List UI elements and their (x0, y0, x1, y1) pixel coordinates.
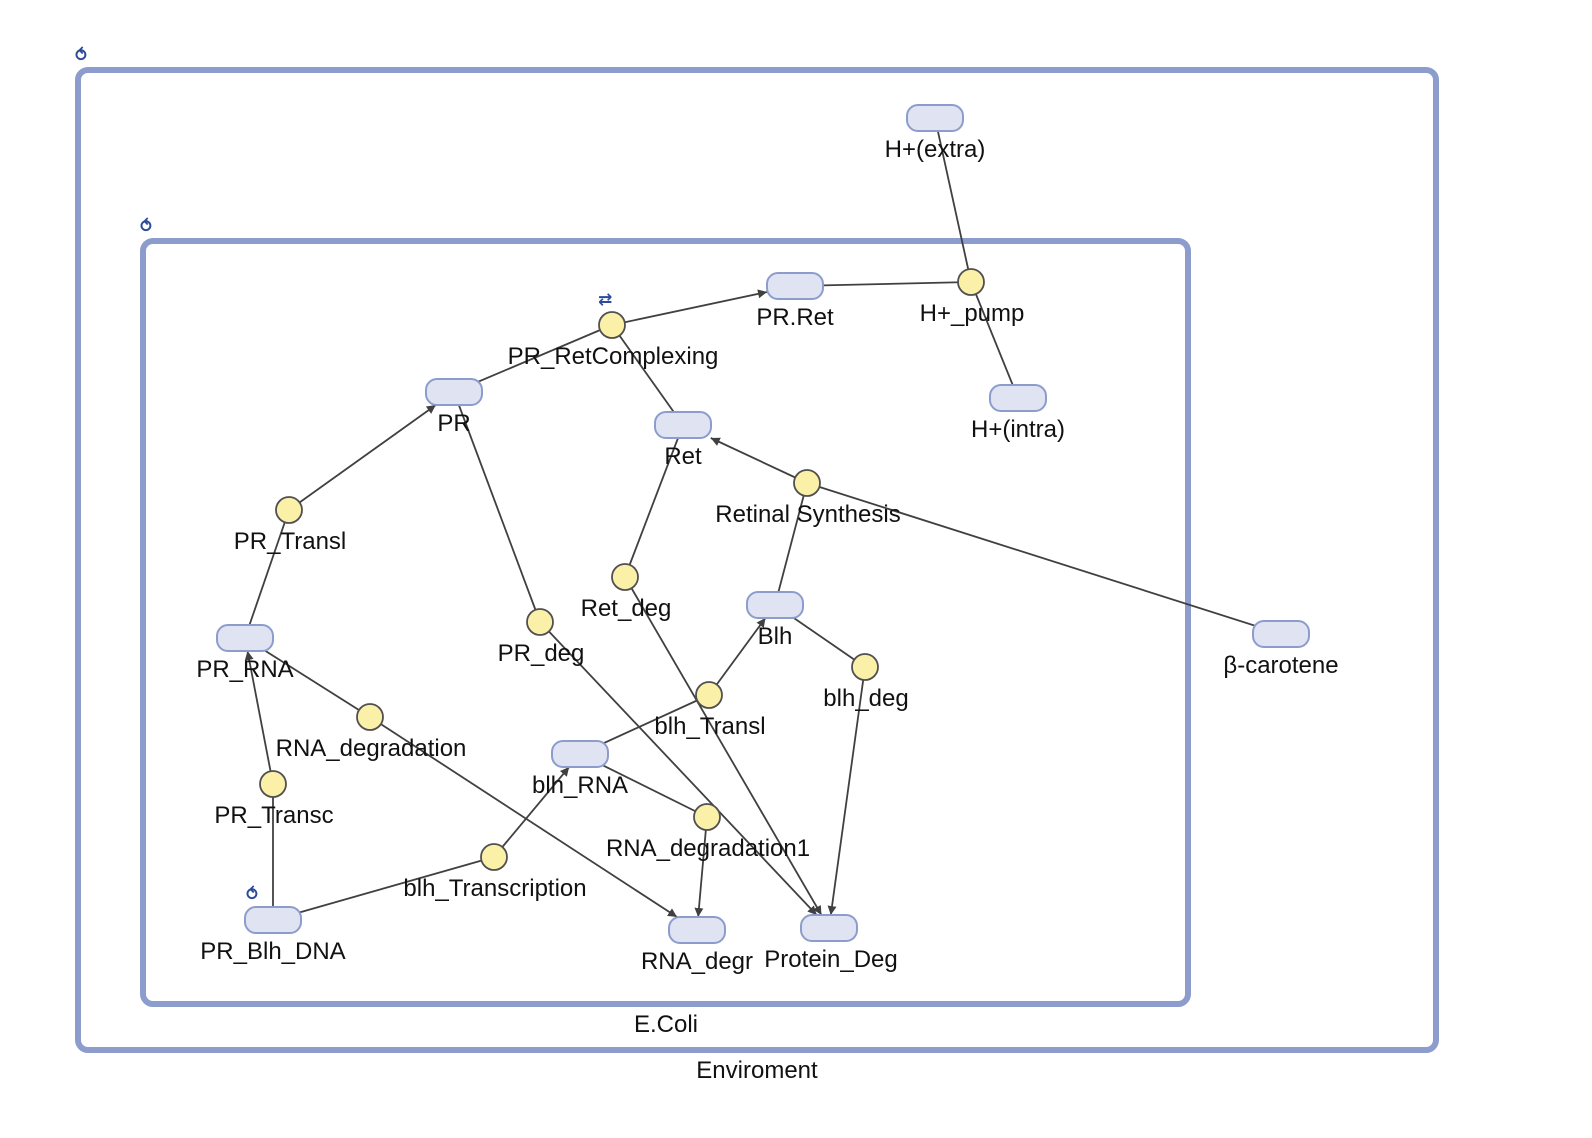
edge-pr_blh_dna-to-blh_transcription[interactable] (272, 856, 495, 921)
cycle-arrow-icon: ⥀ (74, 46, 88, 66)
edge-blh_transcription-to-blh_rna[interactable] (493, 766, 570, 858)
reaction-rna-degradation1[interactable]: RNA_degradation1 (606, 803, 810, 862)
edge-pr_retcomplexing-to-pr_ret[interactable] (611, 289, 768, 326)
reversible-arrows-icon: ⇄ (598, 290, 612, 310)
reaction-pr-deg[interactable]: PR_deg (498, 608, 585, 667)
species-label: β-carotene (1223, 652, 1338, 679)
compartment-enviroment[interactable]: ⥀ Enviroment (74, 46, 1439, 1084)
species-pr-ret[interactable]: PR.Ret (756, 272, 834, 331)
reaction-label: blh_Transl (654, 713, 765, 740)
reaction-blh-transl[interactable]: blh_Transl (654, 681, 766, 740)
species-pr[interactable]: PR (425, 378, 483, 437)
reaction-label: H+_pump (920, 300, 1025, 327)
edge-blh_deg-to-protein_deg[interactable] (827, 666, 866, 916)
edge-rna_degradation-to-rna_degr[interactable] (369, 716, 678, 918)
reaction-label: PR_deg (498, 640, 585, 667)
reaction-label: blh_deg (823, 685, 908, 712)
species-h-intra[interactable]: H+(intra) (971, 384, 1065, 443)
edge-blh-to-retinal_synthesis[interactable] (774, 482, 808, 606)
reaction-label: blh_Transcription (403, 875, 586, 902)
reaction-retinal-synthesis[interactable]: Retinal Synthesis (715, 469, 901, 528)
edge-ret-to-ret_deg[interactable] (624, 424, 684, 578)
compartment-e-coli[interactable]: ⥀ E.Coli (139, 217, 1191, 1038)
reaction-pr-retcomplexing[interactable]: ⇄ PR_RetComplexing (508, 290, 719, 370)
species-beta-carotene[interactable]: β-carotene (1223, 620, 1339, 679)
cycle-arrow-icon: ⥀ (139, 217, 153, 237)
species-blh-rna[interactable]: blh_RNA (532, 740, 628, 799)
edges-layer (244, 117, 1282, 921)
species-label: PR (437, 410, 470, 437)
compartment-label: Enviroment (696, 1057, 818, 1084)
reaction-label: Retinal Synthesis (715, 501, 900, 528)
reaction-rna-degradation[interactable]: RNA_degradation (276, 703, 467, 762)
species-h-extra[interactable]: H+(extra) (885, 104, 986, 163)
species-label: blh_RNA (532, 772, 628, 799)
reaction-pr-transc[interactable]: PR_Transc (214, 770, 334, 829)
edge-h_pump-to-h_intra[interactable] (970, 281, 1019, 399)
species-protein-deg[interactable]: Protein_Deg (764, 914, 898, 973)
edge-pr_rna-to-pr_transl[interactable] (244, 509, 290, 639)
reaction-pr-transl[interactable]: PR_Transl (234, 496, 346, 555)
edge-pr-to-pr_retcomplexing[interactable] (453, 324, 613, 393)
edge-ret-to-pr_retcomplexing[interactable] (611, 324, 684, 426)
edge-pr_transc-to-pr_rna[interactable] (244, 650, 274, 785)
reaction-label: PR_RetComplexing (508, 343, 719, 370)
cycle-arrow-icon: ⥀ (245, 885, 259, 905)
reaction-ret-deg[interactable]: Ret_deg (581, 563, 672, 622)
species-label: PR_RNA (196, 656, 293, 683)
edge-retinal_synthesis-to-ret[interactable] (710, 437, 808, 484)
edge-beta-to-retinal_synthesis[interactable] (806, 482, 1282, 635)
compartment-label: E.Coli (634, 1011, 698, 1038)
reaction-label: PR_Transl (234, 528, 346, 555)
reaction-blh-transcription[interactable]: blh_Transcription (403, 843, 587, 902)
edge-pr_ret-to-h_pump[interactable] (794, 281, 972, 287)
edge-ret_deg-to-protein_deg[interactable] (624, 576, 823, 916)
reaction-label: PR_Transc (214, 802, 333, 829)
edge-pr_deg-to-protein_deg[interactable] (539, 621, 818, 916)
reaction-label: Ret_deg (581, 595, 672, 622)
species-label: H+(extra) (885, 136, 986, 163)
edge-pr_transl-to-pr[interactable] (288, 404, 437, 511)
reaction-blh-deg[interactable]: blh_deg (823, 653, 909, 712)
species-label: Blh (758, 623, 793, 650)
reaction-label: RNA_degradation1 (606, 835, 810, 862)
species-label: PR_Blh_DNA (200, 938, 345, 965)
species-label: H+(intra) (971, 416, 1065, 443)
edge-rna_degradation1-to-rna_degr[interactable] (694, 816, 708, 918)
species-pr-blh-dna[interactable]: ⥀ PR_Blh_DNA (200, 885, 345, 965)
species-label: PR.Ret (756, 304, 834, 331)
species-ret[interactable]: Ret (654, 411, 712, 470)
species-blh[interactable]: Blh (746, 591, 804, 650)
species-rna-degr[interactable]: RNA_degr (641, 916, 753, 975)
species-label: RNA_degr (641, 948, 753, 975)
species-label: Ret (664, 443, 702, 470)
edge-blh_transl-to-blh[interactable] (708, 617, 767, 696)
edge-pr-to-pr_deg[interactable] (453, 391, 541, 623)
edge-h_extra-to-h_pump[interactable] (934, 117, 972, 283)
reaction-h-pump[interactable]: H+_pump (920, 268, 1025, 327)
species-pr-rna[interactable]: PR_RNA (196, 624, 294, 683)
species-label: Protein_Deg (764, 946, 897, 973)
reaction-label: RNA_degradation (276, 735, 467, 762)
